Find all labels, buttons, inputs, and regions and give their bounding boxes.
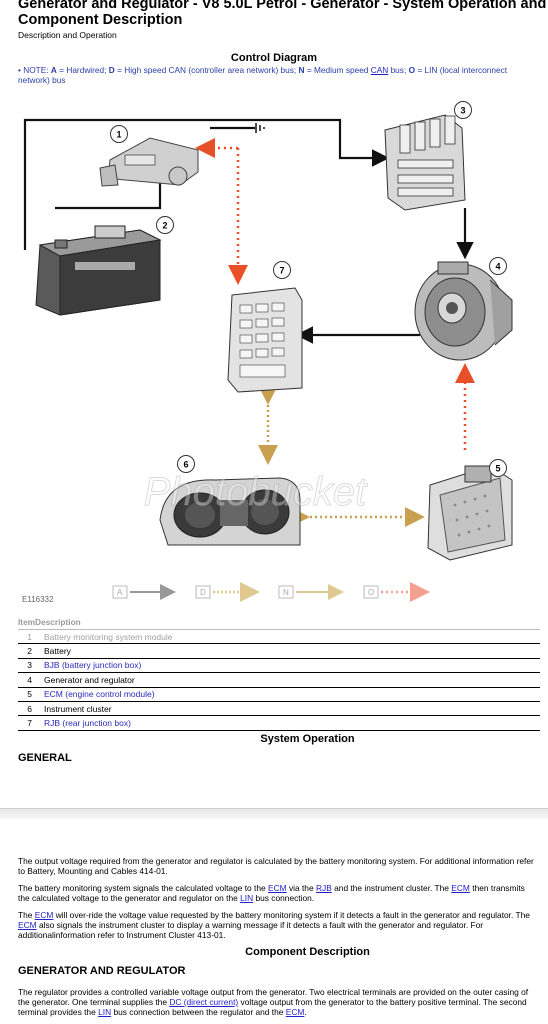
system-operation-heading: System Operation [260,733,355,745]
ecm-link[interactable]: ECM [34,910,54,920]
paragraph-2: The battery monitoring system signals th… [18,883,525,903]
legend-n-key: N [283,588,289,597]
legend-o-key: O [368,588,374,597]
ecm-link[interactable]: ECM [18,920,37,930]
generator-regulator-heading: GENERATOR AND REGULATOR [18,965,186,977]
rjb-drawing [227,287,303,393]
can-bus-connections [258,385,425,527]
component-description-heading: Component Description [245,946,370,958]
dc-link[interactable]: DC (direct current) [169,997,239,1007]
generator-drawing [414,261,513,361]
callout-6: 6 [183,460,188,470]
lin-bus-connections [195,138,475,450]
paragraph-4: The regulator provides a controlled vari… [18,987,529,1017]
callout-3: 3 [460,106,465,116]
diagram-note: • NOTE: A = Hardwired; D = High speed CA… [18,65,508,85]
general-heading: GENERAL [18,752,72,764]
page-separator [0,808,548,819]
legend-a-key: A [117,588,123,597]
lin-link[interactable]: LIN [98,1007,112,1017]
ecm-link[interactable]: ECM [268,883,287,893]
battery-drawing [35,225,162,316]
legend-d-key: D [200,588,206,597]
lin-link[interactable]: LIN [240,893,254,903]
callout-5: 5 [495,464,500,474]
item-table-header: ItemDescription [18,617,81,627]
rjb-link[interactable]: RJB [315,883,332,893]
callout-7: 7 [279,266,284,276]
callout-1: 1 [116,130,121,140]
page-title: Generator and Regulator - V8 5.0L Petrol… [18,0,547,28]
ecm-drawing [427,465,513,561]
diagram-title: Control Diagram [230,52,318,64]
paragraph-3: The ECM will over-ride the voltage value… [18,910,530,940]
ecm-link[interactable]: ECM [285,1007,305,1017]
instrument-cluster-drawing [159,477,301,546]
can-link[interactable]: CAN [370,65,389,75]
watermark: Photobucket [144,470,368,514]
ecm-link[interactable]: ECM [451,883,470,893]
figure-id: E116332 [22,595,54,604]
battery-monitoring-module-drawing [99,137,199,187]
callout-markers: 1 2 3 4 5 6 7 [110,101,507,477]
ground-icon [255,123,265,133]
callout-2: 2 [162,221,167,231]
bjb-drawing [384,114,466,211]
control-diagram: 1 2 3 4 5 6 7 Photobucket E116332 A D N … [22,101,513,604]
page-subtitle: Description and Operation [18,30,117,40]
paragraph-1: The output voltage required from the gen… [18,856,534,876]
callout-4: 4 [495,262,500,272]
legend: A D N O [112,582,430,602]
